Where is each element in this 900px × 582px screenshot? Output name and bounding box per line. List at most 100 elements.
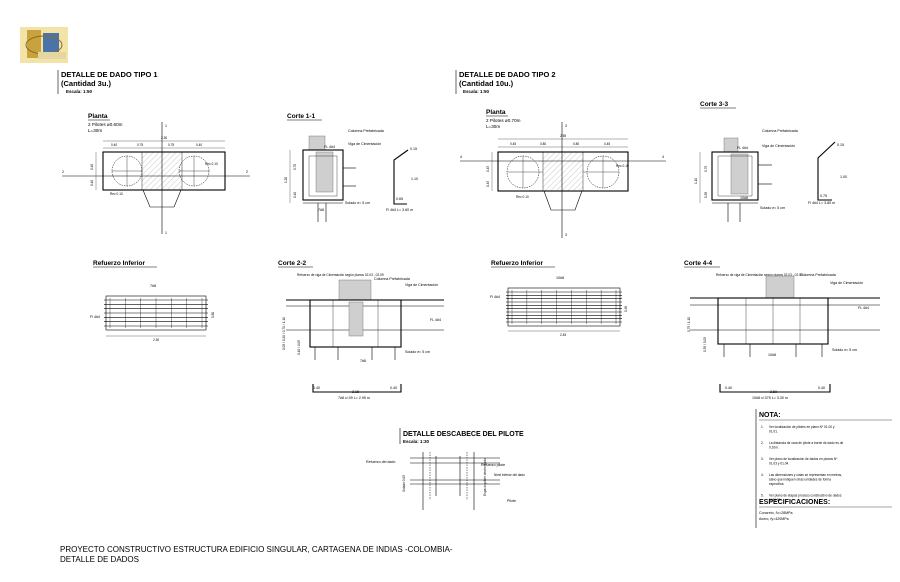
viga-label: Viga de Cimentación [348,142,381,146]
hook-length: Fl 4#4 L= 3.80 m [808,201,835,205]
tipo2-corte-4-4: Corte 4-4 Refuerzo de viga de Cimentació… [684,260,880,400]
dim: Espacio pilote dentro dado [483,458,487,496]
bars-label: 7#8 [318,208,324,212]
dim: 0.75 [168,143,174,147]
bars-label: 10#8 [768,353,776,357]
dim: 0.15 [410,147,417,151]
tipo2-planta-title: Planta [486,109,506,116]
corte-1-1-title: Corte 1-1 [287,113,316,120]
dim: 0.40 [196,143,202,147]
tipo1-planta-title: Planta [88,113,108,120]
dim: 2.30 [153,338,159,342]
tipo2-refuerzo-inferior: Refuerzo Inferior 10#8 Fl 4#4 2.45 0.90 [490,260,628,337]
dim: 0.65 [396,197,403,201]
tipo1-refuerzo-inferior: Refuerzo Inferior 7#8 Fl 4#4 2.30 0.80 [90,260,215,342]
note-text: 01.01. [769,430,778,434]
dim: 1.20 [284,177,288,183]
columna-label: Columna Prefabricada [374,277,410,281]
dim: 0.40 [313,386,320,390]
cut-label: 3 [565,233,567,237]
cut-label: 2 [62,170,64,174]
cut-label: 4 [662,155,664,159]
dim: 0.40 [725,386,732,390]
refuerzo-title: Refuerzo Inferior [491,260,543,267]
dim: 0.15 [837,143,844,147]
bars-length: 7#8 c/.09 L= 2.95 m [338,396,370,400]
rec-label: Rec 0.10 [516,195,529,199]
note-number: 2. [761,441,764,445]
notas-panel: NOTA: 1.Ver localización de pilotes en p… [755,409,892,528]
dim: 1.10 [411,177,418,181]
note-text: específica. [769,482,784,486]
dim: 0.40 [293,192,297,198]
tipo1-corte-1-1: Corte 1-1 Columna Prefabricada Viga de C… [284,113,418,222]
cut-label: 2 [246,170,248,174]
tipo1-quantity: (Cantidad 3u.) [61,79,112,88]
solado-label: Solado e= 5 cm [760,206,785,210]
columna-label: Columna Prefabricada [348,129,384,133]
note-text: 0.10m. [769,446,779,450]
tipo1-planta-note2: L=30m [88,128,102,133]
dim: 0.40 / 0.05 [297,340,301,355]
nivel-label: Nivel inferior del dado [494,473,525,477]
note-text: La distancia de cara de pilote a borde d… [769,441,843,445]
bars-label: 10#8 [740,196,748,200]
columna-label: Columna Prefabricada [762,129,798,133]
dim: 2.15 [352,390,359,394]
note-text: 01.03 y 01.04. [769,462,789,466]
fl-label: FL 4#4 [324,145,335,149]
dim: 0.40 [90,164,94,170]
refuerzo-title: Refuerzo Inferior [93,260,145,267]
sheet-title: DETALLE DE DADOS [60,555,139,564]
note-text: Ver plano de localización de dados en pl… [769,457,838,461]
refuerzo-viga-label: Refuerzo de viga de Cimentación según pl… [716,273,803,277]
tipo1-planta-total: 2.30 [161,136,167,140]
dim: 0.75 [820,194,827,198]
dim: 2.50 [770,390,777,394]
spec-acero: Acero, fy=420MPa [759,517,789,521]
solado-label: Solado e= 5 cm [405,350,430,354]
dim: 1.00 [840,175,847,179]
viga-label: Viga de Cimentación [405,283,438,287]
dim: Solado 0.05 [402,475,406,492]
dim: 0.35 / 0.05 [703,337,707,352]
solado-label: Solado e= 5 cm [832,348,857,352]
note-text: Ver plano de etapas proceso constructivo… [769,494,842,498]
note-number: 5. [761,494,764,498]
fl-label: FL 4#4 [737,146,748,150]
note-text: Las dimensiones y cotas se representan e… [769,473,842,477]
detalle-descabece: DETALLE DESCABECE DEL PILOTE Escala: 1:3… [366,428,525,510]
refuerzo-pilote-label: Refuerzo pilote [481,463,505,467]
descabece-scale: Escala: 1:30 [403,439,430,444]
dim: 0.75 / 1.10 [687,317,691,332]
dim: 0.40 [818,386,825,390]
corte-4-4-title: Corte 4-4 [684,260,713,267]
tipo2-scale: Escala: 1:50 [463,89,490,94]
project-title: PROYECTO CONSTRUCTIVO ESTRUCTURA EDIFICI… [60,545,453,554]
viga-label: Viga de Cimentación [762,144,795,148]
descabece-title: DETALLE DESCABECE DEL PILOTE [403,431,524,438]
tipo2-quantity: (Cantidad 10u.) [459,79,514,88]
bars-label: 7#8 [360,359,366,363]
rec-label: Rec 0.10 [205,162,218,166]
dim: 0.80 [573,142,579,146]
bars-label: 10#8 [556,276,564,280]
note-text: Nº01.05. [769,498,781,502]
dim: 2.45 [560,333,566,337]
tipo1-planta-note1: 2 Pilotes ø0.60m [88,122,123,127]
tipo2-title: DETALLE DE DADO TIPO 2 [459,70,556,79]
refuerzo-dado-label: Refuerzo del dado [366,460,395,464]
spec-concreto: Concreto, f'c=28MPa [759,511,793,515]
notas-title: NOTA: [759,412,781,419]
viga-label: Viga de Cimentación [830,281,863,285]
fl-label: Fl 4#4 [90,315,100,319]
tipo1-corte-2-2: Corte 2-2 Refuerzo de viga de Cimentació… [278,260,444,400]
refuerzo-viga-label: Refuerzo de viga de Cimentación según pl… [297,273,384,277]
corte-3-3-title: Corte 3-3 [700,101,729,108]
tipo2-planta-note1: 2 Pilotes ø0.70m [486,118,521,123]
dim: 0.75 [704,166,708,172]
corte-2-2-title: Corte 2-2 [278,260,307,267]
cut-label: 4 [460,155,462,159]
note-text: Ver localización de pilotes en plano Nº … [769,425,835,429]
